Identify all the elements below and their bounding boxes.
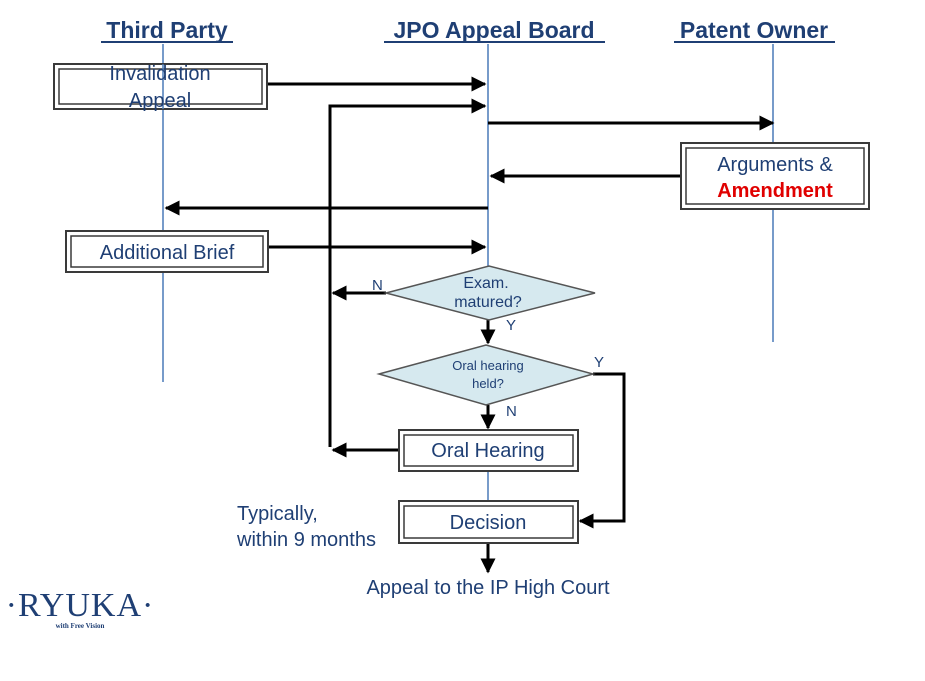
oral-hearing-held-decision: Oral hearing held? Y N: [379, 345, 604, 420]
svg-text:Oral Hearing: Oral Hearing: [431, 440, 544, 462]
lane-title-patent-owner: Patent Owner: [680, 17, 828, 43]
svg-text:Invalidation: Invalidation: [109, 63, 210, 85]
svg-text:Additional Brief: Additional Brief: [100, 242, 235, 264]
svg-text:Decision: Decision: [450, 512, 527, 534]
typically-note: Typically,: [237, 503, 318, 525]
invalidation-appeal-box: Invalidation Appeal: [54, 63, 267, 112]
decision-box: Decision: [399, 501, 578, 543]
svg-text:Arguments &: Arguments &: [717, 154, 833, 176]
lane-title-jpo-appeal-board: JPO Appeal Board: [393, 17, 594, 43]
arrow-oral-yes-to-decision: [580, 374, 624, 521]
exam-yes-label: Y: [506, 317, 516, 334]
svg-text:Oral hearing: Oral hearing: [452, 358, 524, 373]
lane-title-third-party: Third Party: [106, 17, 228, 43]
oral-no-label: N: [506, 403, 517, 420]
appeal-ip-high-court-label: Appeal to the IP High Court: [366, 577, 610, 599]
oral-yes-label: Y: [594, 354, 604, 371]
oral-hearing-box: Oral Hearing: [399, 430, 578, 471]
logo-tagline: with Free Vision: [56, 622, 105, 630]
svg-text:Appeal: Appeal: [129, 90, 191, 112]
logo-name: ·RYUKA·: [6, 587, 155, 624]
svg-text:held?: held?: [472, 376, 504, 391]
svg-text:matured?: matured?: [454, 294, 522, 311]
svg-text:Exam.: Exam.: [463, 275, 508, 292]
exam-matured-decision: Exam. matured? N Y: [372, 266, 595, 334]
amendment-label: Amendment: [717, 180, 833, 202]
additional-brief-box: Additional Brief: [66, 231, 268, 272]
ryuka-logo: ·RYUKA· with Free Vision: [6, 587, 155, 630]
arguments-amendment-box: Arguments & Amendment: [681, 143, 869, 209]
exam-no-label: N: [372, 277, 383, 294]
nine-months-note: within 9 months: [236, 529, 376, 551]
